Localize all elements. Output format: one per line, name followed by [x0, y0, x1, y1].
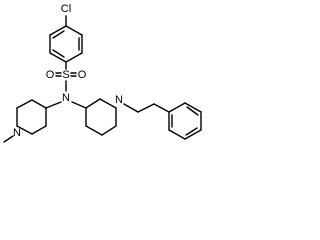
bond	[85, 98, 101, 109]
bond	[168, 129, 186, 140]
phenyl-ring	[168, 102, 202, 140]
bond	[168, 102, 186, 113]
bond	[65, 25, 83, 36]
bond	[49, 52, 67, 63]
bond	[85, 125, 103, 136]
bond	[184, 129, 202, 140]
bond	[65, 52, 83, 63]
bond	[101, 125, 117, 136]
sulfonyl-oxygen-left-label: O	[46, 69, 55, 81]
sulfonyl-oxygen-right-label: O	[78, 69, 87, 81]
methylpiperidine-ring	[16, 99, 47, 135]
bond	[123, 103, 139, 113]
chlorophenyl-ring	[49, 25, 83, 63]
phenethylpiperidine-nitrogen-label: N	[115, 94, 123, 106]
phenethylpiperidine-ring	[85, 98, 117, 136]
bond	[31, 125, 47, 135]
bond	[71, 101, 87, 109]
bond	[99, 98, 117, 109]
double-bond	[186, 106, 199, 116]
bond	[184, 102, 202, 113]
bond	[137, 103, 155, 113]
bond	[16, 99, 33, 109]
double-bond	[185, 127, 198, 136]
sulfur-atom-label: S	[62, 69, 69, 81]
bond	[3, 135, 14, 143]
bond	[31, 99, 47, 109]
bond	[16, 125, 33, 135]
double-bond	[52, 30, 65, 39]
bond	[45, 101, 62, 109]
methylpiperidine-nitrogen-label: N	[13, 127, 21, 139]
double-bond	[52, 49, 65, 58]
chemical-structure-diagram: Cl S O O N N N	[3, 3, 202, 143]
bond	[153, 103, 170, 113]
sulfonamide-nitrogen-label: N	[62, 92, 70, 104]
bond	[49, 25, 67, 36]
chlorine-atom-label: Cl	[61, 3, 71, 15]
